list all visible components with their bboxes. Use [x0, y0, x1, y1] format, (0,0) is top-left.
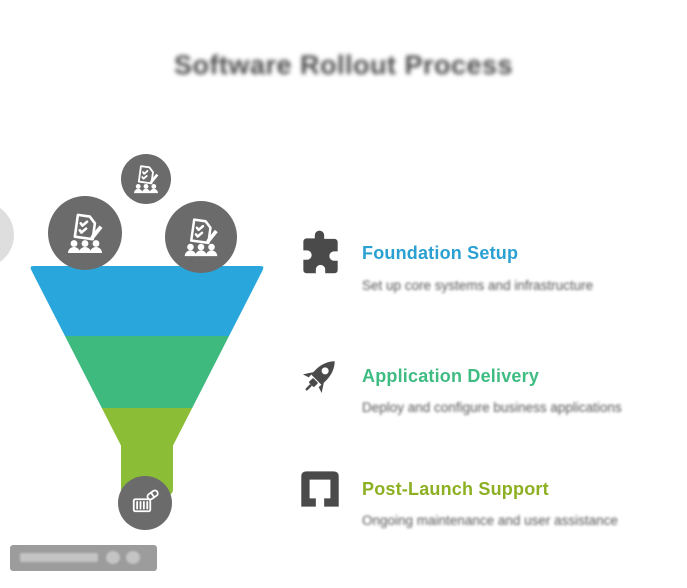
rocket-icon — [302, 361, 335, 394]
applicants-circle-left — [48, 196, 122, 270]
watermark-wordmark — [20, 553, 98, 562]
applicants-circle-right — [165, 201, 237, 273]
section-description-application-delivery: Deploy and configure business applicatio… — [362, 400, 622, 415]
page-title: Software Rollout Process — [173, 50, 514, 80]
funnel-shape — [26, 262, 268, 499]
application-delivery-icon-box — [294, 350, 346, 402]
output-circle-bottom — [118, 476, 172, 530]
section-heading-application-delivery: Application Delivery — [362, 366, 540, 386]
applicants-circle-top — [121, 154, 171, 204]
funnel-chart — [14, 256, 286, 506]
watermark-badge — [10, 545, 157, 571]
section-heading-foundation-setup: Foundation Setup — [362, 243, 519, 263]
medication-icon — [132, 489, 159, 513]
puzzle-icon — [303, 230, 338, 274]
section-description-post-launch-support: Ongoing maintenance and user assistance — [362, 513, 618, 528]
edge-partial-circle — [0, 202, 14, 268]
applicants-document-icon — [184, 218, 218, 257]
applicants-document-icon — [133, 165, 159, 194]
funnel-stage-foundation — [28, 264, 266, 336]
section-heading-post-launch-support: Post-Launch Support — [362, 479, 549, 499]
funnel-stage-delivery — [28, 336, 266, 408]
support-icon — [301, 471, 339, 507]
post-launch-support-icon-box — [294, 463, 346, 515]
watermark-logo-icon — [126, 551, 140, 564]
section-description-foundation-setup: Set up core systems and infrastructure — [362, 278, 594, 293]
watermark-logo-icon — [106, 551, 120, 564]
applicants-document-icon — [68, 213, 103, 253]
foundation-setup-icon-box — [294, 228, 346, 280]
